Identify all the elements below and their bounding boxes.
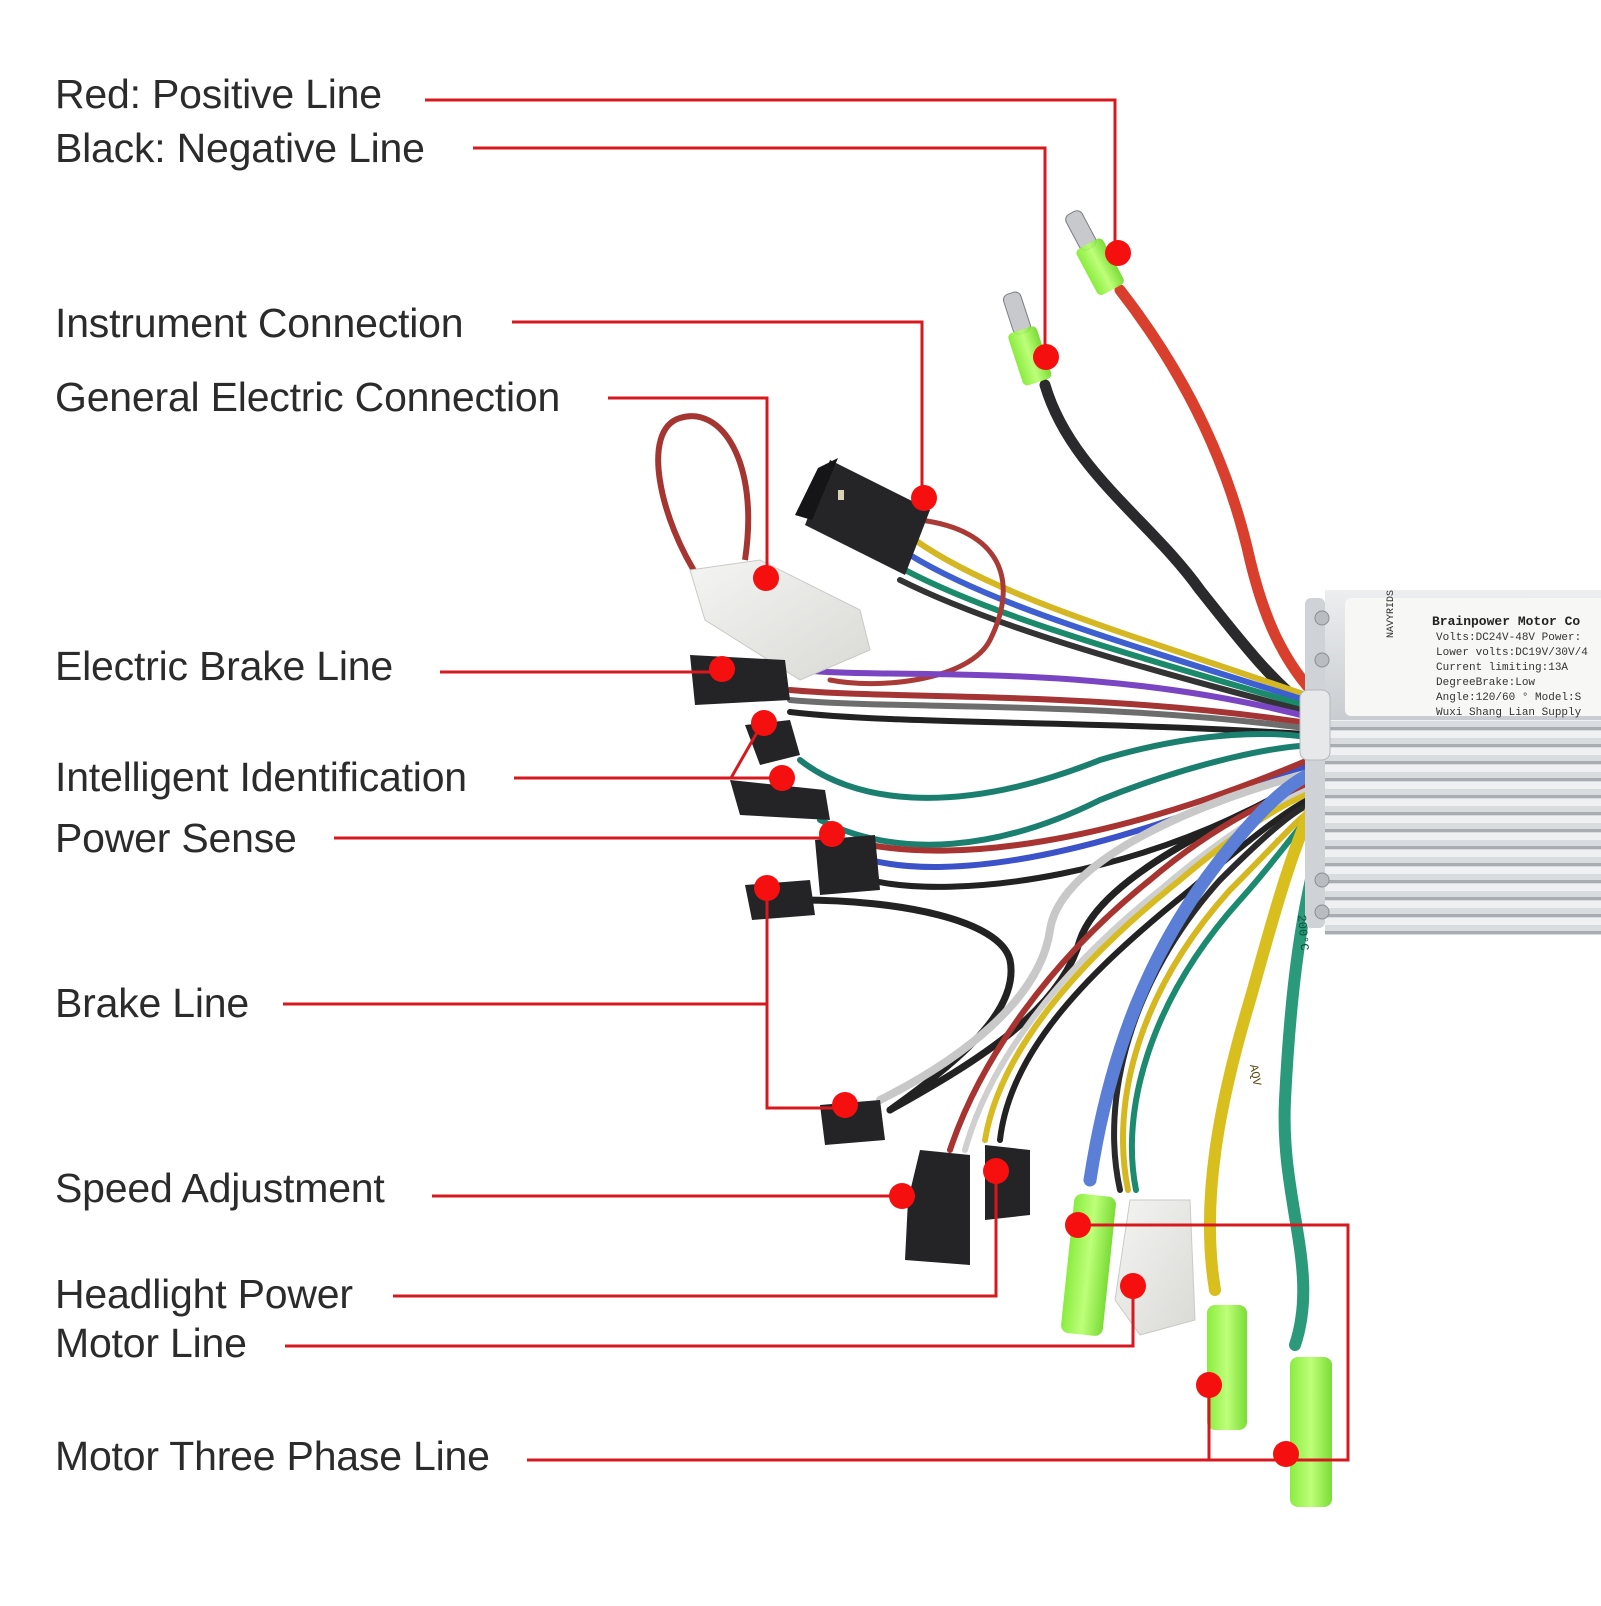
- multi-pin-instrument-connector: [795, 458, 930, 575]
- electric-brake-connector: [690, 655, 790, 705]
- label-instrument-connection: Instrument Connection: [55, 300, 464, 346]
- controller-brand: Brainpower Motor Co: [1432, 614, 1580, 629]
- hall-sensor-connector: [1114, 1199, 1196, 1336]
- callout-marker-three-phase: [1065, 1212, 1091, 1238]
- label-black-negative-line: Black: Negative Line: [55, 125, 425, 171]
- callout-marker-speed: [889, 1183, 915, 1209]
- label-general-electric-connection: General Electric Connection: [55, 374, 561, 420]
- phase-terminal-green: [1290, 1357, 1332, 1507]
- power-sense-connector: [815, 835, 880, 895]
- throttle-connector: [905, 1150, 970, 1265]
- red-wire-bullet-connector: [1065, 210, 1124, 295]
- controller-spec-label: [1345, 598, 1601, 716]
- leader-line-three-phase: [527, 1223, 1350, 1462]
- label-headlight-power: Headlight Power: [55, 1271, 353, 1317]
- controller-spec-line: Angle:120/60 ° Model:S: [1436, 692, 1582, 704]
- leader-line-brake: [765, 886, 845, 1110]
- label-brake-line: Brake Line: [55, 980, 250, 1026]
- callout-marker-instrument: [911, 485, 937, 511]
- callout-marker-general-electric: [753, 565, 779, 591]
- leader-line-red-positive: [425, 98, 1117, 253]
- leader-line-motor-line: [285, 1286, 1135, 1348]
- callout-marker-three-phase: [1273, 1441, 1299, 1467]
- leader-line-general-electric: [608, 396, 769, 578]
- leader-line-black-negative: [473, 146, 1047, 357]
- callout-marker-intelligent-id: [769, 765, 795, 791]
- callout-markers: [709, 240, 1299, 1467]
- callout-marker-power-sense: [819, 821, 845, 847]
- wire-bundle: [787, 284, 1336, 1351]
- controller-spec-line: Lower volts:DC19V/30V/4: [1436, 647, 1588, 659]
- leader-line-instrument: [512, 320, 924, 498]
- motor-controller: NAVYRIDS Brainpower Motor Co Volts:DC24V…: [1299, 590, 1601, 935]
- black-power-wire: [1039, 379, 1316, 716]
- label-power-sense: Power Sense: [55, 815, 297, 861]
- callout-marker-black-negative: [1033, 344, 1059, 370]
- phase-terminal-blue: [1061, 1193, 1116, 1336]
- callout-marker-electric-brake: [709, 656, 735, 682]
- white-loop-connector: [655, 413, 871, 681]
- controller-spec-line: Volts:DC24V-48V Power:: [1436, 632, 1581, 644]
- red-power-wire: [1114, 284, 1326, 706]
- label-motor-line: Motor Line: [55, 1320, 247, 1366]
- black-wire-bullet-connector: [1003, 291, 1052, 386]
- callout-marker-brake: [832, 1092, 858, 1118]
- label-intelligent-identification: Intelligent Identification: [55, 754, 467, 800]
- callout-leader-lines: [283, 98, 1350, 1462]
- wire-marking: 200°C: [1294, 914, 1311, 951]
- controller-logo: NAVYRIDS: [1386, 590, 1397, 638]
- callout-marker-intelligent-id: [751, 710, 777, 736]
- callout-marker-three-phase: [1196, 1372, 1222, 1398]
- leader-line-headlight: [393, 1168, 998, 1298]
- controller-spec-line: Current limiting:13A: [1436, 662, 1568, 674]
- identification-connector: [730, 780, 830, 820]
- controller-spec-line: DegreeBrake:Low: [1436, 677, 1535, 689]
- callout-marker-brake: [754, 875, 780, 901]
- label-red-positive-line: Red: Positive Line: [55, 71, 382, 117]
- blue-phase-wire: [1083, 763, 1327, 1187]
- yellow-phase-wire: [1203, 784, 1326, 1296]
- callout-marker-headlight: [983, 1158, 1009, 1184]
- label-motor-three-phase-line: Motor Three Phase Line: [55, 1433, 490, 1479]
- wire-marking: AQV: [1246, 1063, 1264, 1087]
- controller-spec-line: Wuxi Shang Lian Supply: [1436, 707, 1582, 719]
- callout-marker-motor-line: [1120, 1273, 1146, 1299]
- callout-marker-red-positive: [1105, 240, 1131, 266]
- phase-terminal-yellow: [1207, 1305, 1247, 1430]
- label-speed-adjustment: Speed Adjustment: [55, 1165, 385, 1211]
- label-electric-brake-line: Electric Brake Line: [55, 643, 394, 689]
